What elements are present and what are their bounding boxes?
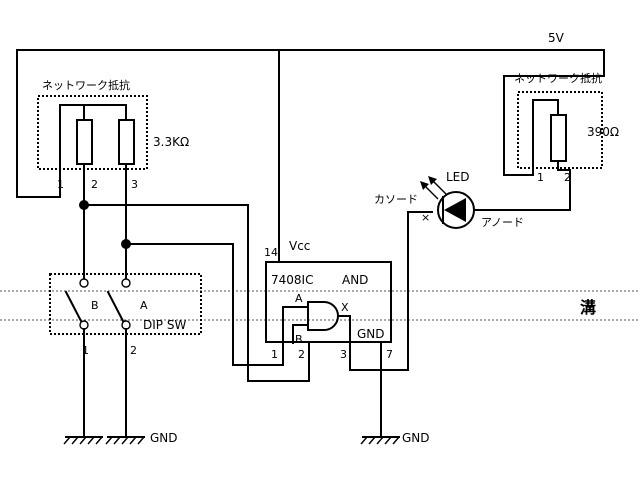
ic-input-b-label: B: [295, 333, 303, 346]
ic-pin1: 1: [271, 348, 278, 361]
left-resnet-pin3: 3: [131, 178, 138, 191]
ic-name: 7408IC: [271, 273, 313, 287]
right-resnet-title: ネットワーク抵抗: [514, 71, 602, 85]
right-resnet-package: [517, 91, 603, 169]
led-cathode-mark: ×: [421, 211, 430, 224]
resistor-r3: [118, 119, 135, 165]
left-resnet-pin2: 2: [91, 178, 98, 191]
ground-symbol-left-1: [63, 436, 103, 445]
right-resnet-pin2-wire: [557, 160, 571, 211]
dip-b-bottom-contact: [79, 320, 89, 330]
right-resnet-common-wire: [503, 49, 605, 176]
resistor-r2: [76, 119, 93, 165]
dip-a-label: A: [140, 299, 148, 312]
ic-7408: [265, 261, 392, 343]
right-resnet-pin1: 1: [537, 171, 544, 184]
ground-symbol-right: [360, 436, 400, 445]
ic-gate-type: AND: [342, 273, 368, 287]
wire-output-led: [349, 211, 433, 371]
left-resnet-pin1: 1: [57, 178, 64, 191]
ground-symbol-left-2: [105, 436, 145, 445]
ic-pin2: 2: [298, 348, 305, 361]
left-resnet-title: ネットワーク抵抗: [42, 78, 130, 92]
dip-b-lever: [64, 290, 83, 323]
right-resnet-value: 390Ω: [587, 125, 619, 139]
ic-pin7: 7: [386, 348, 393, 361]
and-gate-symbol: [307, 301, 339, 331]
and-output: [337, 315, 351, 344]
gnd-label-right: GND: [402, 431, 430, 445]
dip-a-top-contact: [121, 278, 131, 288]
led-cathode-label: カソード: [374, 193, 418, 206]
resistor-390: [550, 114, 567, 162]
dip-switch-package: [49, 273, 202, 335]
left-resnet-common-wire: [16, 49, 85, 198]
wire-a-to-ic: [125, 243, 284, 366]
ic-input-a-label: A: [295, 292, 303, 305]
ic-output-x-label: X: [341, 301, 349, 314]
dip-pin2: 2: [130, 344, 137, 357]
ic-pin14: 14: [264, 246, 278, 259]
led-label: LED: [446, 170, 470, 184]
left-resnet-package: [37, 95, 148, 170]
gnd-label-left: GND: [150, 431, 178, 445]
power-label: 5V: [548, 31, 565, 45]
led-anode-label: アノード: [481, 216, 524, 229]
groove-label: 溝: [580, 298, 596, 317]
dip-a-bottom-contact: [121, 320, 131, 330]
led-light-arrows: [420, 176, 447, 200]
ic-vcc-label: Vcc: [289, 239, 310, 253]
dip-label: DIP SW: [143, 318, 186, 332]
and-input-b: [292, 324, 309, 344]
right-resnet-pin2: 2: [564, 171, 571, 184]
ic-gnd-label: GND: [357, 327, 385, 341]
and-input-a: [282, 306, 309, 344]
dip-pin1: 1: [82, 344, 89, 357]
wire-b-to-ic: [83, 204, 310, 382]
dip-b-top-contact: [79, 278, 89, 288]
dip-b-label: B: [91, 299, 99, 312]
ic-pin3: 3: [340, 348, 347, 361]
dip-a-lever: [106, 290, 125, 323]
led-triangle: [444, 198, 466, 222]
left-resnet-value: 3.3KΩ: [153, 135, 189, 149]
